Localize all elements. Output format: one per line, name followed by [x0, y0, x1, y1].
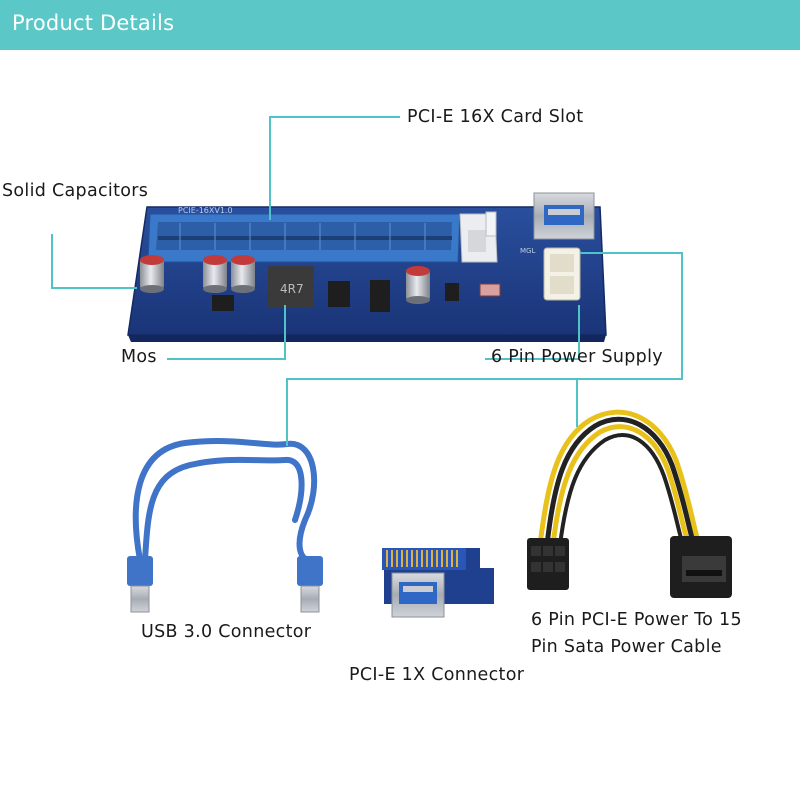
riser-board: PCIE-16XV1.0 4R	[127, 192, 607, 342]
inductor: 4R7	[268, 266, 314, 308]
pcb-silkscreen: PCIE-16XV1.0	[178, 206, 233, 215]
mos-chip-3	[370, 280, 390, 312]
label-power-cable: 6 Pin PCI-E Power To 15 Pin Sata Power C…	[531, 607, 791, 661]
pcie-16x-slot	[147, 211, 498, 263]
label-card-slot: PCI-E 16X Card Slot	[407, 107, 584, 127]
leader-card-slot	[269, 116, 400, 220]
fuse	[479, 283, 501, 297]
header-bar: Product Details	[0, 0, 800, 50]
label-mos: Mos	[121, 347, 157, 367]
power-cable	[537, 409, 703, 551]
capacitor-c3	[231, 255, 255, 293]
leader-lines	[51, 116, 683, 446]
usb-plug-right	[297, 556, 323, 613]
usb-cable	[132, 438, 318, 563]
diode-1	[445, 283, 459, 301]
usb-plug-left	[127, 556, 153, 613]
label-power-supply: 6 Pin Power Supply	[491, 347, 663, 367]
capacitor-c1	[140, 255, 164, 293]
board-power-socket	[543, 247, 581, 301]
label-usb-connector: USB 3.0 Connector	[141, 622, 312, 642]
leader-mos	[167, 305, 286, 360]
mos-chip-2	[328, 281, 350, 307]
capacitor-c2	[203, 255, 227, 293]
label-pcie-1x: PCI-E 1X Connector	[349, 665, 525, 685]
leader-usb	[286, 252, 683, 446]
capacitor-c4	[406, 266, 430, 304]
pcie-1x-adapter	[382, 548, 494, 618]
leader-solid-capacitors	[51, 234, 137, 289]
label-power-cable-line2: Pin Sata Power Cable	[531, 637, 722, 657]
six-pin-plug	[527, 538, 569, 590]
leader-power-supply	[485, 305, 580, 360]
sata-plug	[670, 536, 732, 598]
mos-chip-1	[212, 295, 234, 311]
label-solid-capacitors: Solid Capacitors	[2, 181, 149, 201]
board-usb-port	[533, 192, 595, 240]
page-title: Product Details	[12, 11, 175, 35]
pcb-edge	[128, 335, 606, 342]
molex-label: MGL	[520, 247, 535, 255]
inductor-marking: 4R7	[280, 282, 304, 296]
label-power-cable-line1: 6 Pin PCI-E Power To 15	[531, 610, 742, 630]
